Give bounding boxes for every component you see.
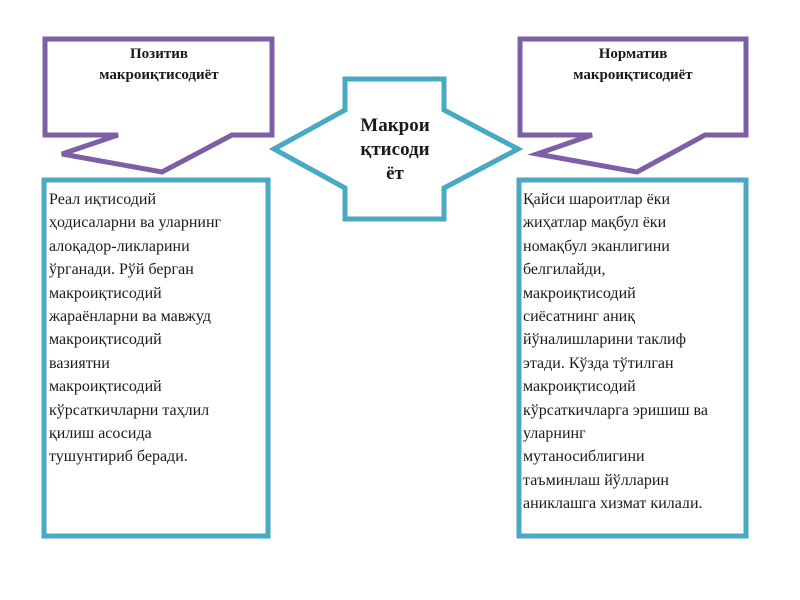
right-header-line-2: макроиқтисодиёт: [573, 67, 693, 83]
right-header-title: Норматив макроиқтисодиёт: [522, 44, 744, 86]
right-body-text: Қайси шароитлар ёки жиҳатлар мақбул ёки …: [523, 191, 708, 508]
right-header-callout-shape: [517, 36, 749, 175]
left-header-line-2: макроиқтисодиёт: [99, 67, 219, 83]
center-line-2: қтисоди: [360, 139, 430, 160]
center-line-1: Макрои: [360, 115, 430, 136]
right-body-box: [516, 177, 749, 539]
left-header-callout-shape: [42, 36, 275, 175]
left-header-title: Позитив макроиқтисодиёт: [48, 44, 270, 86]
center-title: Макрои қтисоди ёт: [349, 114, 441, 216]
center-double-arrow-shape: [268, 76, 524, 222]
center-line-3: ёт: [386, 163, 404, 184]
right-header-line-1: Норматив: [598, 46, 668, 62]
left-body-box: [41, 177, 271, 539]
left-header-line-1: Позитив: [130, 46, 188, 62]
left-body-text: Реал иқтисодий ҳодисаларни ва уларнинг а…: [49, 191, 222, 466]
